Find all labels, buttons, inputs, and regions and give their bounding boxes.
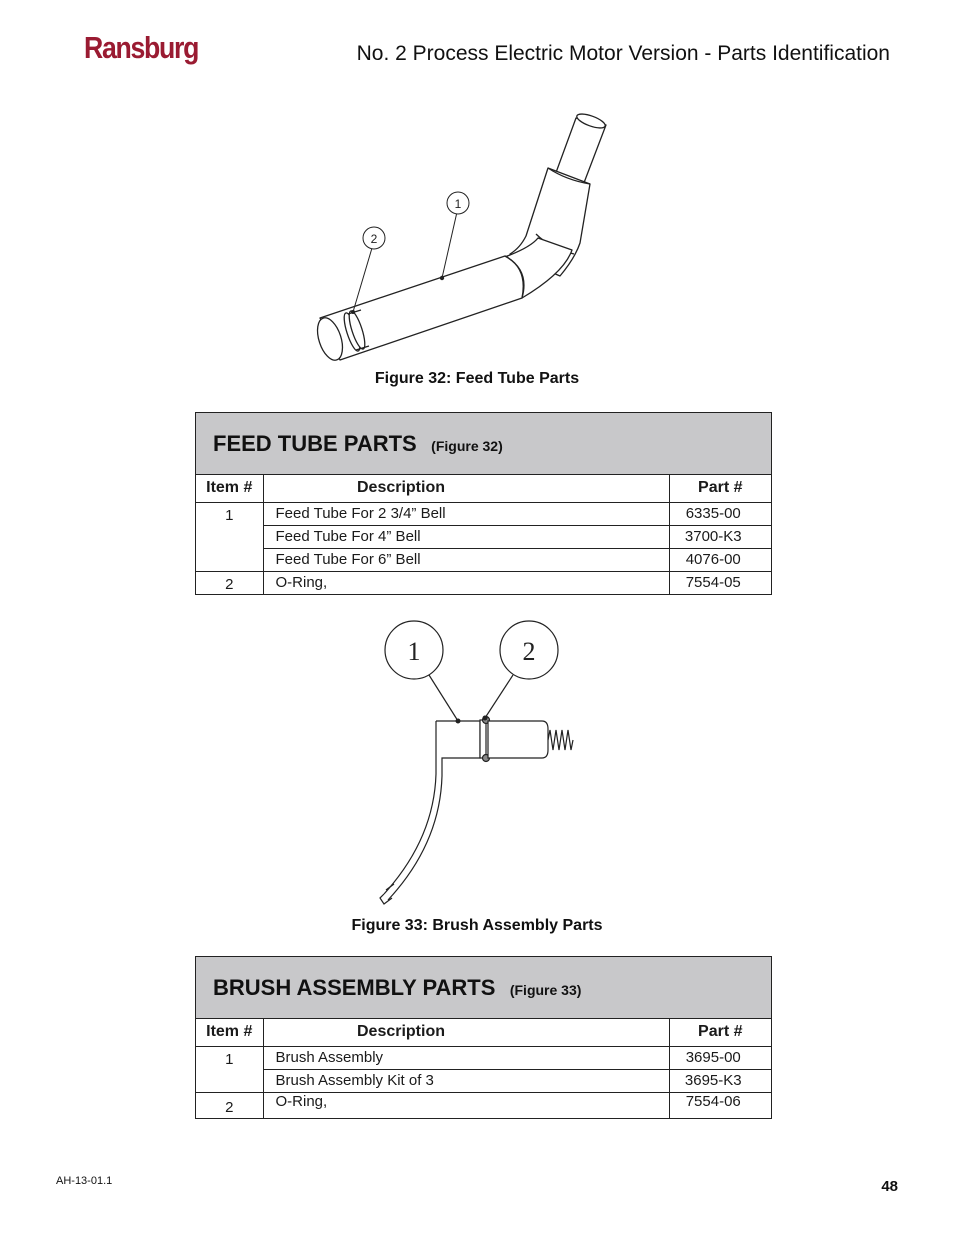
cell-description: Brush Assembly <box>263 1046 670 1070</box>
table-row: 2 O-Ring, 7554-06 <box>196 1092 771 1118</box>
column-part: Part # <box>669 475 771 503</box>
table-header: BRUSH ASSEMBLY PARTS (Figure 33) <box>196 957 771 1019</box>
callout-1: 1 <box>455 197 462 211</box>
column-header-row: Item # Description Part # <box>196 475 771 503</box>
table-figure-ref: (Figure 33) <box>509 982 582 998</box>
callout-1: 1 <box>408 637 421 666</box>
page-number: 48 <box>881 1178 898 1195</box>
figure-32-caption: Figure 32: Feed Tube Parts <box>374 370 580 387</box>
cell-description: Feed Tube For 4” Bell <box>263 525 670 549</box>
page-title: No. 2 Process Electric Motor Version - P… <box>356 42 890 65</box>
feed-tube-parts-table: FEED TUBE PARTS (Figure 32) Item # Descr… <box>195 412 772 595</box>
brand-logo: Ransburg <box>84 30 199 65</box>
cell-part: 3695-K3 <box>669 1069 771 1093</box>
callout-2: 2 <box>371 232 378 246</box>
cell-part: 3700-K3 <box>669 525 771 549</box>
cell-item: 2 <box>196 571 264 594</box>
column-item: Item # <box>196 475 264 503</box>
table-row: 2 O-Ring, 7554-05 <box>196 571 771 594</box>
cell-description: O-Ring, <box>263 1092 670 1118</box>
table-title: BRUSH ASSEMBLY PARTS <box>213 975 496 1000</box>
cell-description: Feed Tube For 2 3/4” Bell <box>263 502 670 526</box>
feed-tube-drawing: 1 2 <box>316 113 607 361</box>
cell-item: 2 <box>196 1092 264 1118</box>
cell-description: Brush Assembly Kit of 3 <box>263 1069 670 1093</box>
brush-assembly-parts-table: BRUSH ASSEMBLY PARTS (Figure 33) Item # … <box>195 956 772 1119</box>
column-description: Description <box>263 475 670 503</box>
table-row: 1 Feed Tube For 2 3/4” Bell 6335-00 <box>196 502 771 572</box>
column-description: Description <box>263 1019 670 1047</box>
column-part: Part # <box>669 1019 771 1047</box>
table-title: FEED TUBE PARTS <box>213 431 417 456</box>
cell-item: 1 <box>196 1046 264 1093</box>
cell-part: 4076-00 <box>669 548 771 572</box>
table-row: Feed Tube For 4” Bell 3700-K3 <box>196 525 771 549</box>
cell-description: O-Ring, <box>263 571 670 594</box>
table-row: 1 Brush Assembly 3695-00 <box>196 1046 771 1093</box>
callout-2: 2 <box>523 637 536 666</box>
column-item: Item # <box>196 1019 264 1047</box>
cell-part: 7554-05 <box>685 574 741 592</box>
figure-33-caption: Figure 33: Brush Assembly Parts <box>351 917 603 934</box>
cell-item: 1 <box>196 502 264 572</box>
column-header-row: Item # Description Part # <box>196 1019 771 1047</box>
table-header: FEED TUBE PARTS (Figure 32) <box>196 413 771 475</box>
cell-part: 7554-06 <box>685 1092 741 1110</box>
cell-description: Feed Tube For 6” Bell <box>263 548 670 572</box>
brush-assembly-drawing: 1 2 <box>379 620 574 905</box>
document-number: AH-13-01.1 <box>56 1175 113 1187</box>
table-row: Feed Tube For 6” Bell 4076-00 <box>196 548 771 572</box>
cell-part: 3695-00 <box>669 1046 771 1070</box>
table-figure-ref: (Figure 32) <box>431 438 503 454</box>
table-row: Brush Assembly Kit of 3 3695-K3 <box>196 1069 771 1093</box>
cell-part: 6335-00 <box>669 502 771 526</box>
